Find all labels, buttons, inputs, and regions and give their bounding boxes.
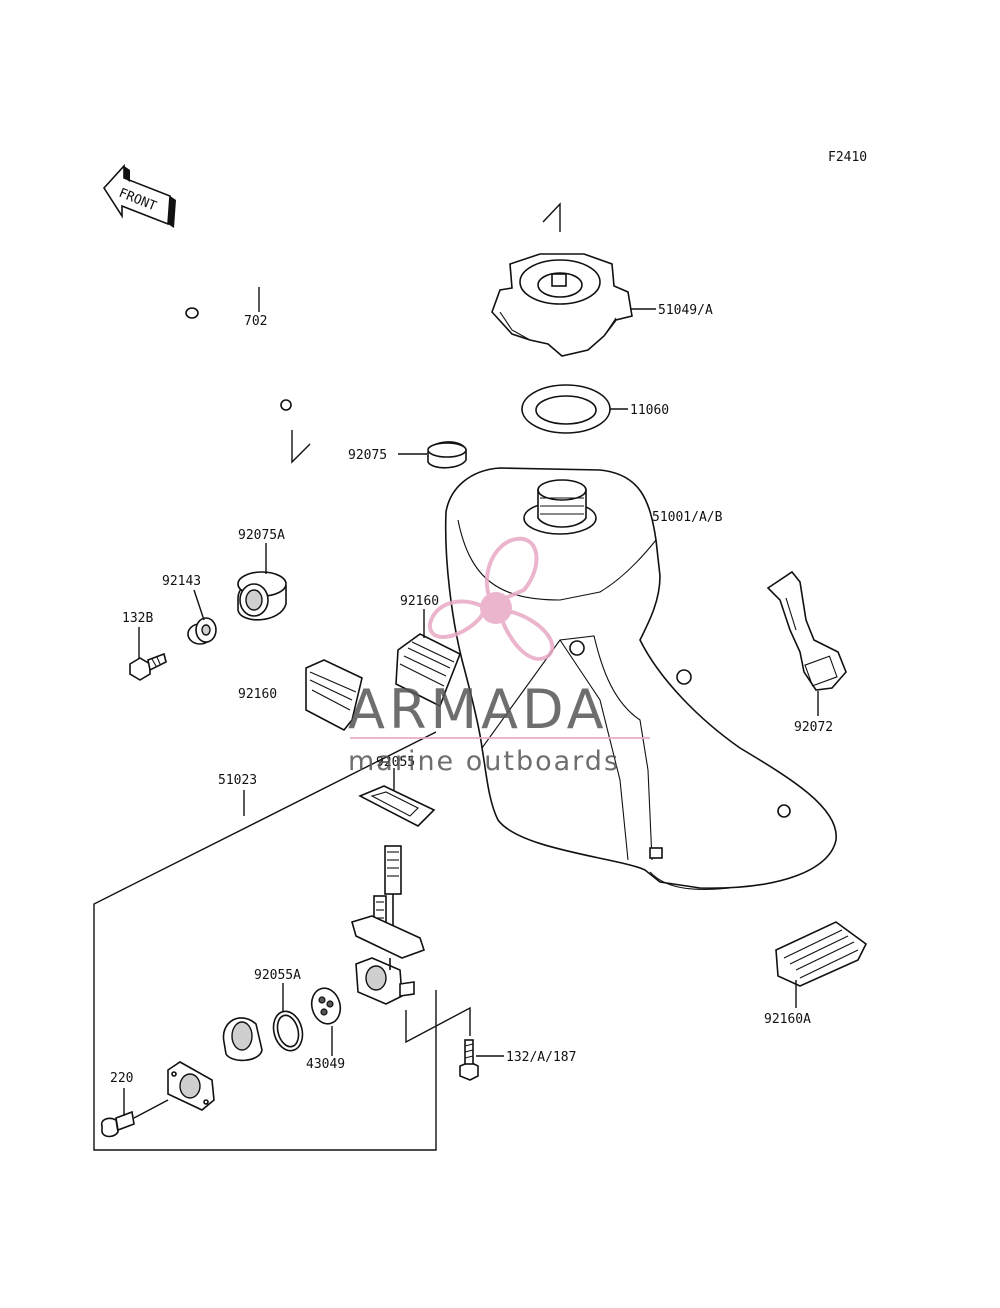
label-220: 220 [110,1071,133,1086]
label-92160-upper: 92160 [400,594,439,609]
label-702: 702 [244,314,267,329]
fuel-tank [444,467,837,890]
label-92075: 92075 [348,448,387,463]
label-132B: 132B [122,611,153,626]
fuel-cock-body [351,845,426,1005]
break-mark-hose [291,430,311,464]
label-51001AB: 51001/A/B [652,510,723,525]
label-132A187: 132/A/187 [506,1050,576,1065]
label-43049: 43049 [306,1057,345,1072]
damper [237,571,287,621]
fuel-hose [185,229,401,411]
label-92055: 92055 [376,755,415,770]
front-arrow-icon: FRONT [102,163,176,228]
label-11060: 11060 [630,403,669,418]
label-92160-lower: 92160 [238,687,277,702]
label-92160A: 92160A [764,1012,811,1027]
o-ring [272,1010,304,1052]
cap-gasket [521,384,611,434]
filter-gasket [358,785,436,827]
bolt-132A187 [459,1039,479,1081]
watermark-brand: ARMADA [348,678,608,741]
bolt-132B [129,652,167,681]
watermark-tagline: marine outboards [348,746,620,777]
screw-220 [100,1099,169,1138]
diaphragm [310,987,342,1025]
break-mark-cock [405,1006,471,1044]
armada-logo-watermark: ARMADA marine outboards [348,536,650,777]
label-51049A: 51049/A [658,303,713,318]
tank-strap [766,570,847,691]
fuel-cock-assembly-outline [93,731,437,1151]
pad-92160A [775,921,868,987]
label-92075A: 92075A [238,528,285,543]
rubber-cap [427,441,467,469]
break-mark-top [542,202,561,232]
label-92072: 92072 [794,720,833,735]
figure-code: F2410 [828,150,867,165]
fuel-cap [491,253,633,357]
lever-knob [222,1017,263,1062]
label-92143: 92143 [162,574,201,589]
propeller-logo-icon [427,536,555,661]
label-51023: 51023 [218,773,257,788]
collar [187,617,217,645]
pad-lower [305,659,363,732]
pad-upper [395,633,462,708]
label-92055A: 92055A [254,968,301,983]
cover-plate [167,1061,215,1111]
